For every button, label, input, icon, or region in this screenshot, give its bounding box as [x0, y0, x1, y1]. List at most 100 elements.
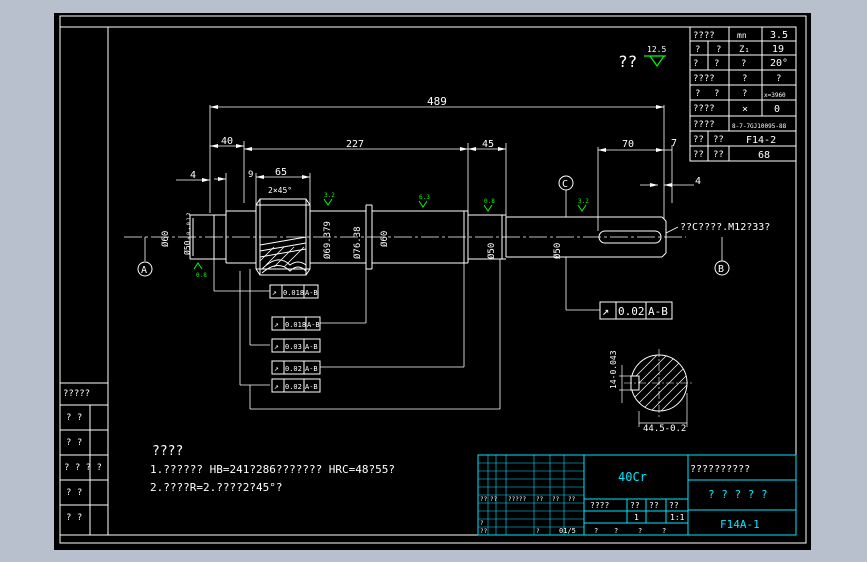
- shaft-drawing: ????? ? ? ? ? ? ? ? ? ? ? ? ? ???? mn 3.…: [59, 15, 807, 544]
- dim-chamfer: 2×45°: [268, 186, 292, 195]
- param-r4-c2: ?: [742, 89, 747, 99]
- dia-50-left: Ø50₊₀.₀₁₂: [182, 212, 192, 255]
- tol-ref-1: A-B: [307, 321, 320, 329]
- title-scale-h2: ??: [649, 501, 659, 510]
- inner-frame: [107, 26, 797, 536]
- dia-60-mid: Ø60: [379, 231, 390, 247]
- title-small-7: ??: [480, 528, 488, 535]
- datum-label-b: B: [718, 264, 724, 275]
- param-r2-c2: ?: [741, 59, 746, 69]
- title-scale-v0: 1: [634, 513, 639, 522]
- cad-drawing-canvas[interactable]: ????? ? ? ? ? ? ? ? ? ? ? ? ? ???? mn 3.…: [54, 13, 811, 550]
- title-scale-v1: 1:1: [670, 513, 685, 522]
- roughness-mark-2: 0.8: [484, 198, 495, 205]
- tolerance-frame-big: ↗ 0.02 A-B: [599, 301, 673, 320]
- param-r4-c1: ?: [714, 89, 719, 99]
- keyway-section-view: 14-0.043 44.5-0.2: [609, 349, 694, 434]
- title-small-3: ??: [536, 496, 544, 503]
- param-r0-c1: mn: [737, 31, 747, 40]
- title-small-1: ??: [490, 496, 498, 503]
- tol-val-2: 0.03: [285, 343, 302, 351]
- dia-50-key: Ø50: [552, 243, 563, 259]
- datum-label-c: C: [562, 179, 568, 190]
- param-r1-c3: 19: [772, 44, 784, 55]
- param-r3-c0: ????: [693, 74, 715, 84]
- tol-sym-4: ↗: [274, 382, 279, 391]
- param-r1-c1: ?: [716, 45, 721, 55]
- param-r3-c2: ?: [776, 74, 781, 84]
- tol-val-3: 0.02: [285, 365, 302, 373]
- title-scale-h1: ??: [630, 501, 640, 510]
- left-table-cell-2: ? ?: [66, 438, 82, 448]
- tolerance-frame-2: ↗ 0.03 A-B: [271, 338, 321, 353]
- title-bottom-2: ?: [638, 527, 642, 535]
- left-table-cell-5: ? ?: [66, 513, 82, 523]
- tol-sym-1: ↗: [274, 320, 279, 329]
- dia-76-38: Ø76.38: [352, 226, 363, 259]
- title-drawing-no: F14A-1: [720, 518, 760, 531]
- param-r7-c1: ??: [713, 135, 724, 145]
- title-bottom-1: ?: [614, 527, 618, 535]
- tolerance-frame-0: ↗ 0.018 A-B: [269, 284, 319, 299]
- param-r8-c2: 68: [758, 150, 770, 161]
- notes-line-1: 1.?????? HB=241?286??????? HRC=48?55?: [150, 463, 395, 476]
- tol-val-4: 0.02: [285, 383, 302, 391]
- datum-b: B: [714, 237, 730, 276]
- param-r4-c0: ?: [695, 89, 700, 99]
- param-r0-c2: 3.5: [770, 30, 788, 41]
- left-table-cell-0: ?????: [63, 389, 90, 399]
- title-small-4: ??: [552, 496, 560, 503]
- title-bottom-3: ?: [662, 527, 666, 535]
- roughness-mark-4: 0.8: [196, 272, 207, 279]
- notes-line-2: 2.????R=2.????2?45°?: [150, 481, 282, 494]
- title-sheet: 01/5: [559, 527, 576, 535]
- tol-val-0: 0.018: [283, 289, 304, 297]
- title-scale-h0: ????: [590, 501, 609, 510]
- roughness-marks: 3.2 6.3 0.8 3.2 0.8: [193, 192, 589, 279]
- tol-big-sym: ↗: [602, 304, 609, 318]
- param-r2-c1: ?: [714, 59, 719, 69]
- general-roughness-label: ??: [618, 52, 637, 71]
- tol-sym-0: ↗: [272, 288, 277, 297]
- section-height: 14-0.043: [609, 350, 618, 389]
- title-company: ??????????: [690, 464, 750, 475]
- dia-50-right: Ø50: [486, 243, 497, 259]
- dimension-arrowheads: [202, 105, 672, 187]
- dim-45: 45: [482, 139, 494, 150]
- tolerance-frame-1: ↗ 0.018 A-B: [271, 316, 321, 331]
- tolerance-frame-4: ↗ 0.02 A-B: [271, 378, 321, 393]
- gear-tooth-hatch: [259, 246, 305, 268]
- left-table-cell-4: ? ?: [66, 488, 82, 498]
- gear-parameter-table: ???? mn 3.5 ? ? Z₁ 19 ? ? ? 20° ???? ? ?…: [689, 26, 797, 162]
- datum-a: A: [137, 237, 153, 277]
- datum-c: C: [558, 175, 574, 217]
- shaft-body: [189, 198, 667, 276]
- tol-sym-3: ↗: [274, 364, 279, 373]
- title-small-2: ?????: [508, 496, 526, 503]
- title-small-5: ??: [568, 496, 576, 503]
- tol-val-1: 0.018: [285, 321, 306, 329]
- left-table-cell-3: ? ? ? ?: [64, 463, 102, 473]
- dimension-lines: [176, 105, 694, 231]
- title-material: 40Cr: [618, 470, 647, 484]
- param-r7-c2: F14-2: [746, 135, 776, 146]
- param-r7-c0: ??: [693, 135, 704, 145]
- datum-label-a: A: [141, 265, 147, 276]
- dim-total-length: 489: [427, 95, 447, 108]
- param-r8-c1: ??: [713, 150, 724, 160]
- tolerance-frame-3: ↗ 0.02 A-B: [271, 360, 321, 375]
- dim-7: 7: [671, 138, 677, 149]
- param-r6-c1: 8-7-7GJ10095-88: [732, 123, 787, 130]
- dim-4-right: 4: [695, 176, 701, 187]
- left-table-cell-1: ? ?: [66, 413, 82, 423]
- keyway-note: ??C????.M12?33?: [680, 222, 770, 233]
- param-r0-c0: ????: [693, 31, 715, 41]
- param-r8-c0: ??: [693, 150, 704, 160]
- param-r2-c0: ?: [693, 59, 698, 69]
- title-small-6: ?: [480, 520, 484, 527]
- general-roughness-value: 12.5: [647, 45, 666, 54]
- dia-60-left: Ø60: [160, 231, 171, 247]
- tol-ref-3: A-B: [305, 365, 318, 373]
- param-r1-c2: Z₁: [739, 45, 750, 55]
- param-r2-c3: 20°: [770, 58, 788, 69]
